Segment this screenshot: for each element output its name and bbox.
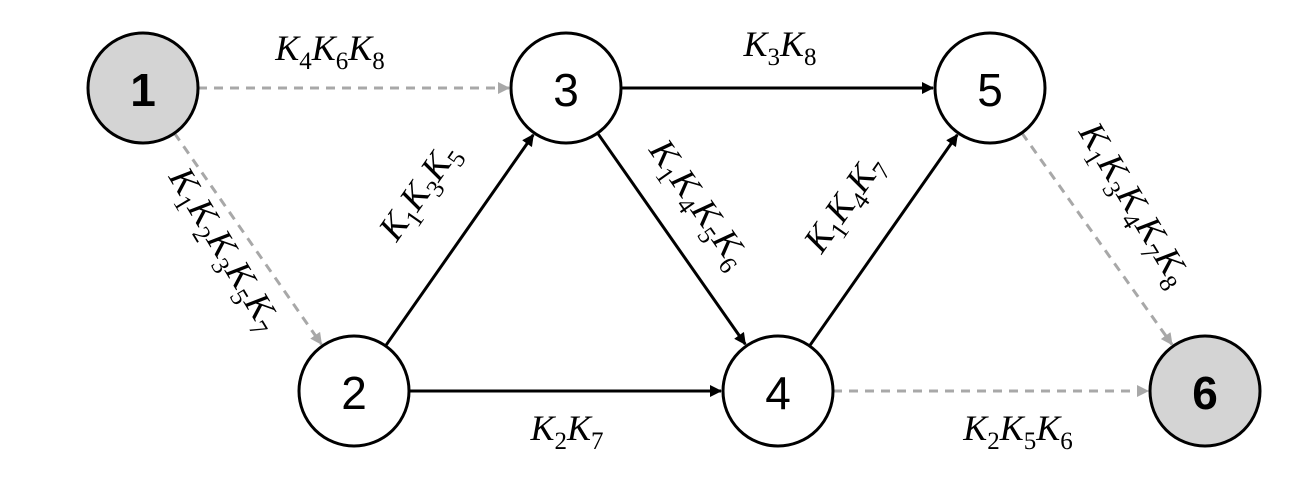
edge-label-4-5: K1K4K7 — [795, 147, 897, 265]
node-1: 1 — [86, 31, 200, 145]
node-circle-1 — [86, 31, 200, 145]
node-label-1: 1 — [130, 64, 156, 116]
edge-label-1-2: K1K2K3K5K7 — [155, 159, 290, 341]
edge-2-3 — [384, 133, 535, 347]
node-label-3: 3 — [553, 64, 579, 116]
node-label-4: 4 — [765, 367, 791, 419]
edge-label-4-6: K2K5K6 — [962, 408, 1073, 455]
edge-label-2-3: K1K3K5 — [370, 135, 472, 253]
edge-label-3-4: K1K4K5K6 — [635, 131, 758, 278]
edge-1-2 — [173, 132, 323, 346]
node-3: 3 — [509, 31, 623, 145]
edge-label-2-4: K2K7 — [529, 408, 603, 455]
edge-3-4 — [596, 132, 747, 346]
node-circle-6 — [1148, 334, 1262, 448]
node-circle-4 — [721, 334, 835, 448]
node-circle-5 — [933, 31, 1047, 145]
node-circle-2 — [297, 334, 411, 448]
node-circle-3 — [509, 31, 623, 145]
edge-label-3-5: K3K8 — [742, 24, 816, 71]
node-label-5: 5 — [977, 64, 1003, 116]
edge-5-6 — [1020, 131, 1174, 346]
node-label-2: 2 — [341, 367, 367, 419]
edge-4-5 — [808, 133, 959, 347]
node-5: 5 — [933, 31, 1047, 145]
node-6: 6 — [1148, 334, 1262, 448]
edge-label-1-3: K4K6K8 — [274, 28, 385, 75]
nodes-layer: 1 2 3 4 5 6 — [86, 31, 1262, 448]
node-4: 4 — [721, 334, 835, 448]
edge-label-5-6: K1K3K4K7K8 — [1065, 114, 1200, 296]
node-label-6: 6 — [1192, 367, 1218, 419]
node-2: 2 — [297, 334, 411, 448]
edges-layer — [173, 82, 1174, 397]
